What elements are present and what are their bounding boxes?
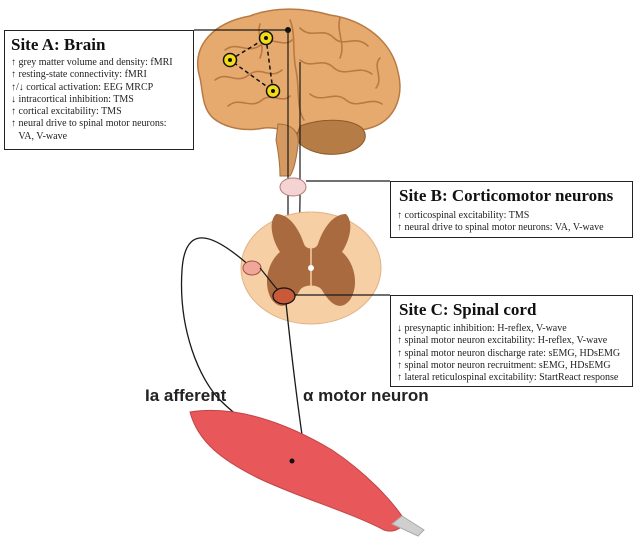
cerebellum bbox=[296, 120, 365, 154]
site-b-corticomotor-box: Site B: Corticomotor neurons ↑ corticosp… bbox=[390, 181, 633, 238]
spinal-cord-section bbox=[241, 212, 381, 324]
ia-afferent-node bbox=[243, 261, 261, 275]
site-a-title: Site A: Brain bbox=[11, 35, 187, 55]
corticomotor-node bbox=[280, 178, 306, 196]
site-c-list: ↓ presynaptic inhibition: H-reflex, V-wa… bbox=[397, 323, 626, 384]
site-a-item: ↓ intracortical inhibition: TMS bbox=[11, 94, 187, 106]
site-b-list: ↑ corticospinal excitability: TMS ↑ neur… bbox=[397, 210, 626, 235]
ia-afferent-label: Ia afferent bbox=[145, 386, 226, 406]
cerebrum bbox=[198, 9, 400, 133]
ia-muscle-terminal bbox=[290, 459, 295, 464]
site-b-item: ↑ corticospinal excitability: TMS bbox=[397, 210, 626, 222]
motor-neuron-body bbox=[273, 288, 295, 304]
site-c-item: ↓ presynaptic inhibition: H-reflex, V-wa… bbox=[397, 323, 626, 335]
site-c-item: ↑ lateral reticulospinal excitability: S… bbox=[397, 372, 626, 384]
alpha-motor-neuron-label: α motor neuron bbox=[303, 386, 429, 406]
muscle-illustration bbox=[190, 410, 424, 536]
site-a-brain-box: Site A: Brain ↑ grey matter volume and d… bbox=[4, 30, 194, 150]
site-b-item: ↑ neural drive to spinal motor neurons: … bbox=[397, 222, 626, 234]
site-a-item: ↑ neural drive to spinal motor neurons: bbox=[11, 118, 187, 130]
site-c-item: ↑ spinal motor neuron recruitment: sEMG,… bbox=[397, 360, 626, 372]
site-b-title: Site B: Corticomotor neurons bbox=[399, 185, 626, 206]
site-a-item: ↑ grey matter volume and density: fMRI bbox=[11, 57, 187, 69]
site-c-item: ↑ spinal motor neuron excitability: H-re… bbox=[397, 335, 626, 347]
site-a-item: ↑ resting-state connectivity: fMRI bbox=[11, 69, 187, 81]
site-a-item: ↑ cortical excitability: TMS bbox=[11, 106, 187, 118]
brainstem bbox=[276, 124, 298, 176]
central-canal bbox=[308, 265, 314, 271]
site-c-title: Site C: Spinal cord bbox=[399, 299, 626, 320]
site-c-spinal-cord-box: Site C: Spinal cord ↓ presynaptic inhibi… bbox=[390, 295, 633, 387]
muscle-belly bbox=[190, 410, 406, 531]
brain-illustration bbox=[198, 9, 400, 176]
site-a-item: VA, V-wave bbox=[11, 131, 187, 143]
site-a-list: ↑ grey matter volume and density: fMRI ↑… bbox=[11, 57, 187, 143]
site-c-item: ↑ spinal motor neuron discharge rate: sE… bbox=[397, 348, 626, 360]
site-a-item: ↑/↓ cortical activation: EEG MRCP bbox=[11, 82, 187, 94]
